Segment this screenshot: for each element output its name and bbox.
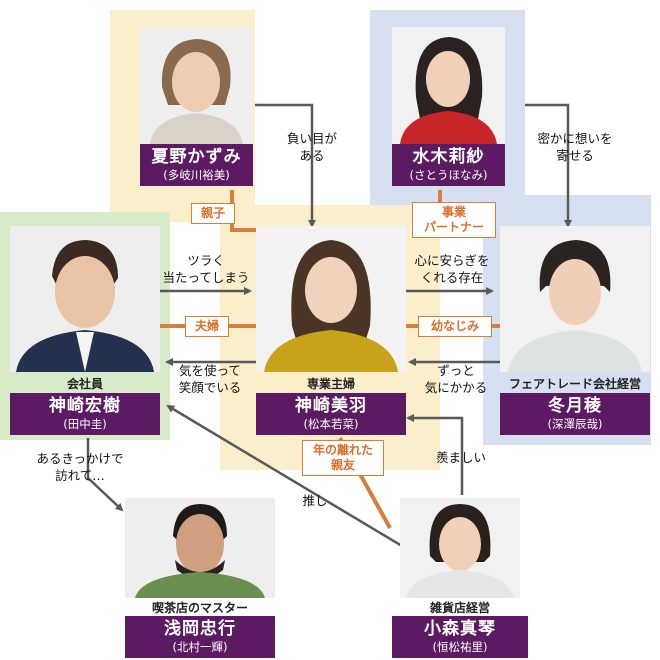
label-hiroki-miu-line2: 当たってしまう <box>162 270 250 285</box>
label-hiroki-asaoka-line1: あるきっかけで <box>36 451 124 466</box>
namebox-natsuno: 夏野かずみ (多岐川裕美) <box>140 144 253 186</box>
portrait-fuyutsuki-icon <box>500 226 650 372</box>
label-mizuki-fuyu-line1: 密かに想いを <box>537 131 613 146</box>
tag-shinyu: 年の離れた 親友 <box>302 440 384 476</box>
role-asaoka: 喫茶店のマスター <box>151 601 248 615</box>
name-komori: 小森真琴 <box>424 619 496 639</box>
actor-miu: (松本若菜) <box>303 417 359 431</box>
label-miu-hiroki-line1: 気を使って <box>179 363 241 378</box>
label-komori-miu: 羨ましい <box>435 450 486 465</box>
arrow-mizuki-fuyu <box>525 103 572 228</box>
label-natsuno-miu-line1: 負い目が <box>286 131 337 146</box>
actor-fuyutsuki: (深澤辰哉) <box>547 417 603 431</box>
label-natsuno-miu-line2: ある <box>299 148 325 163</box>
namebox-mizuki: 水木莉紗 (さとうほなみ) <box>392 144 505 186</box>
photo-mizuki <box>392 27 505 144</box>
actor-natsuno: (多岐川裕美) <box>163 168 230 182</box>
photo-hiroki <box>10 226 160 372</box>
name-fuyutsuki: 冬月稜 <box>548 396 602 416</box>
label-hiroki-asaoka-line2: 訪れて… <box>55 468 105 483</box>
namebox-miu: 神崎美羽 (松本若菜) <box>256 393 406 435</box>
role-komori: 雑貨店経営 <box>429 601 490 615</box>
portrait-hiroki-icon <box>10 226 160 372</box>
actor-mizuki: (さとうほなみ) <box>409 168 488 182</box>
label-fuyu-miu: ずっと 気にかかる <box>414 362 498 396</box>
portrait-mizuki-icon <box>392 27 505 144</box>
label-fuyu-miu-line1: ずっと <box>437 363 475 378</box>
tag-fufu: 夫婦 <box>185 316 229 337</box>
namebox-hiroki: 神崎宏樹 (田中圭) <box>10 393 160 435</box>
label-miu-hiroki: 気を使って 笑顔でいる <box>168 362 252 396</box>
actor-hiroki: (田中圭) <box>63 417 107 431</box>
portrait-komori-icon <box>400 498 520 598</box>
label-miu-fuyu: 心に安らぎを くれる存在 <box>402 252 502 286</box>
label-fuyu-miu-line2: 気にかかる <box>424 380 488 395</box>
arrow-natsuno-miu <box>255 103 316 228</box>
portrait-miu-icon <box>256 226 406 372</box>
tag-shinyu-line1: 年の離れた <box>312 443 373 457</box>
tag-osananajimi: 幼なじみ <box>418 316 492 337</box>
line-oyako <box>230 190 258 232</box>
tag-jigyo-line2: パートナー <box>423 220 484 234</box>
tag-jigyo: 事業 パートナー <box>412 202 496 238</box>
photo-fuyutsuki <box>500 226 650 372</box>
label-hiroki-miu-line1: ツラく <box>187 253 225 268</box>
photo-asaoka <box>125 498 275 598</box>
tag-shinyu-line2: 親友 <box>330 458 355 472</box>
photo-natsuno <box>140 27 253 144</box>
portrait-asaoka-icon <box>125 498 275 598</box>
actor-asaoka: (北村一輝) <box>172 640 228 654</box>
name-natsuno: 夏野かずみ <box>151 147 242 167</box>
role-miu: 専業主婦 <box>306 377 355 391</box>
name-miu: 神崎美羽 <box>295 396 367 416</box>
label-miu-fuyu-line1: 心に安らぎを <box>414 253 490 268</box>
arrow-komori-miu <box>406 414 464 495</box>
label-komori-hiroki: 推し <box>302 493 328 508</box>
namebox-fuyutsuki: 冬月稜 (深澤辰哉) <box>500 393 650 435</box>
namebox-komori: 小森真琴 (恒松祐里) <box>392 616 528 658</box>
label-hiroki-miu: ツラく 当たってしまう <box>156 252 256 286</box>
tag-oyako: 親子 <box>191 203 235 224</box>
label-miu-fuyu-line2: くれる存在 <box>420 270 484 285</box>
arrow-komori-hiroki <box>166 404 403 548</box>
actor-komori: (恒松祐里) <box>432 640 488 654</box>
label-mizuki-fuyu-line2: 寄せる <box>556 148 594 163</box>
photo-miu <box>256 226 406 372</box>
arrow-hiroki-asaoka <box>86 438 124 512</box>
label-hiroki-asaoka: あるきっかけで 訪れて… <box>24 450 136 484</box>
role-hiroki: 会社員 <box>66 377 103 391</box>
name-asaoka: 浅岡忠行 <box>164 619 236 639</box>
label-natsuno-miu: 負い目が ある <box>280 130 344 164</box>
tag-jigyo-line1: 事業 <box>441 205 466 219</box>
photo-komori <box>400 498 520 598</box>
label-miu-hiroki-line2: 笑顔でいる <box>178 380 242 395</box>
label-mizuki-fuyu: 密かに想いを 寄せる <box>527 130 623 164</box>
portrait-natsuno-icon <box>140 27 253 144</box>
role-fuyutsuki: フェアトレード会社経営 <box>508 377 641 391</box>
name-mizuki: 水木莉紗 <box>412 147 485 167</box>
name-hiroki: 神崎宏樹 <box>49 396 121 416</box>
namebox-asaoka: 浅岡忠行 (北村一輝) <box>125 616 275 658</box>
